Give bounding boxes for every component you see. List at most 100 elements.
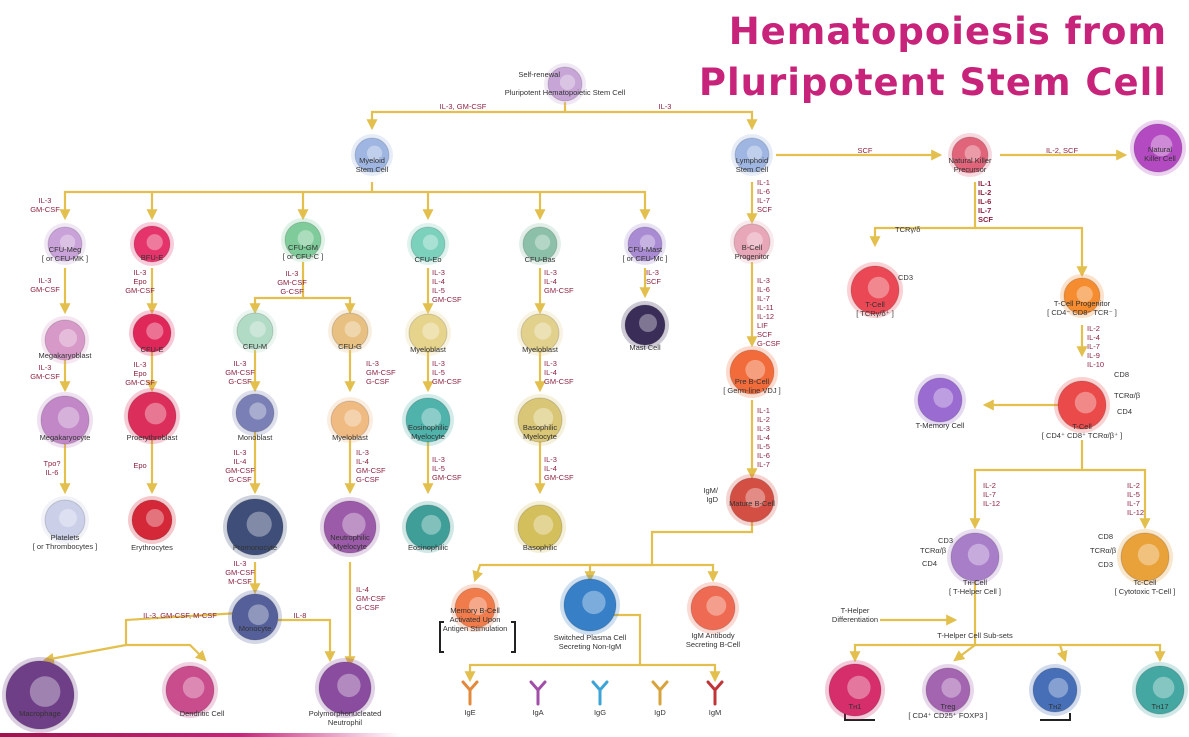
cell-megakaryocyte: [37, 392, 93, 448]
growth-factor-label: IL-3: [356, 448, 369, 457]
cell-body: [226, 498, 284, 556]
cell-label-memory-b: Activated Upon: [450, 615, 501, 624]
cell-megakaryoblast: [41, 316, 89, 364]
growth-factor-label: IL-3: [286, 269, 299, 278]
surface-marker-label: CD3: [898, 273, 913, 282]
growth-factor-label: IL-3: [757, 424, 770, 433]
cell-monocyte: [228, 590, 282, 644]
cell-nucleus: [421, 407, 442, 428]
cell-nucleus: [706, 595, 727, 616]
growth-factor-label: IL-3: [659, 102, 672, 111]
growth-factor-label: GM-CSF: [432, 473, 462, 482]
growth-factor-label: GM-CSF: [277, 278, 307, 287]
connector-arrow: [652, 563, 719, 583]
cell-body: [734, 137, 770, 173]
cell-label-plasma-igm: IgM Antibody: [691, 631, 735, 640]
antibody-label: IgD: [654, 708, 666, 717]
cell-nucleus: [1074, 391, 1097, 414]
connector-arrow: [565, 110, 758, 131]
cell-label-neut-myelocyte: Myelocyte: [333, 542, 367, 551]
growth-factor-label: IL-11: [757, 303, 774, 312]
growth-factor-label: IL-4: [544, 368, 557, 377]
growth-factor-label: IL-3: [432, 268, 445, 277]
antibody-label: IgE: [464, 708, 475, 717]
cell-body: [410, 226, 446, 262]
cell-label-myeloid: Myeloid: [359, 156, 385, 165]
cell-nucleus: [1076, 286, 1093, 303]
cell-body: [520, 313, 560, 353]
cell-nucleus: [248, 604, 269, 626]
cell-body: [44, 499, 86, 541]
growth-factor-label: IL-3: [646, 268, 659, 277]
growth-factor-label: GM-CSF: [225, 466, 255, 475]
cell-label-bfu-e: BFU-E: [141, 253, 164, 262]
growth-factor-label: GM-CSF: [544, 473, 574, 482]
antibody-igd-icon: [651, 680, 669, 706]
cell-nucleus: [59, 509, 77, 527]
cell-cfu-mast: [624, 223, 666, 265]
growth-factor-label: IL-12: [757, 312, 774, 321]
cell-mast-cell: [621, 301, 669, 349]
cell-label-basophilic: Basophilic: [523, 543, 557, 552]
growth-factor-label: IL-2: [983, 481, 996, 490]
cell-bfu-e: [130, 222, 174, 266]
cell-pmn: [315, 658, 375, 718]
growth-factor-label: IL-1: [978, 179, 991, 188]
cell-pre-b: [726, 346, 778, 398]
cell-label-mature-b: Mature B-Cell: [729, 499, 775, 508]
growth-factor-label: IL-5: [432, 286, 445, 295]
cell-nucleus: [1048, 677, 1069, 698]
cell-nucleus: [182, 676, 205, 699]
connector-arrow: [953, 644, 976, 662]
growth-factor-label: IL-10: [1087, 360, 1104, 369]
cell-layer: [2, 63, 1188, 733]
cell-body: [5, 660, 75, 730]
growth-factor-label: IL-7: [757, 294, 770, 303]
cell-label-myeloid: Stem Cell: [356, 165, 389, 174]
growth-factor-label: SCF: [978, 215, 993, 224]
cell-myeloblast-eo: [405, 310, 451, 356]
cell-plasma-igm: [687, 582, 739, 634]
cell-label-eosinophilic: Eosinophilic: [408, 543, 448, 552]
cell-body: [925, 667, 971, 713]
cell-label-cfu-g: CFU-G: [338, 342, 362, 351]
cell-label-eos-myelocyte: Myelocyte: [411, 432, 445, 441]
growth-factor-label: G-CSF: [280, 287, 304, 296]
cell-nucleus: [422, 234, 439, 250]
growth-factor-label: IL-6: [757, 451, 770, 460]
cell-nk-cell: [1130, 120, 1186, 176]
cell-label-megakaryoblast: Megakaryoblast: [39, 351, 93, 360]
cell-label-pre-b: [ Germ-line VDJ ]: [723, 386, 781, 395]
growth-factor-label: M-CSF: [228, 577, 252, 586]
growth-factor-label: G-CSF: [356, 475, 380, 484]
cell-label-plasma-switched: Switched Plasma Cell: [554, 633, 627, 642]
antibody-shape: [651, 680, 669, 706]
cell-cfu-bas: [519, 223, 561, 265]
cell-label-pmn: Neutrophil: [328, 718, 363, 727]
cell-th17: [1132, 662, 1188, 718]
growth-factor-label: IL-4: [544, 277, 557, 286]
cell-label-erythrocytes: Erythrocytes: [131, 543, 173, 552]
cell-body: [917, 377, 963, 423]
growth-factor-label: GM-CSF: [125, 286, 155, 295]
decorative-bracket: [511, 621, 516, 653]
cell-th2: [1029, 664, 1081, 716]
growth-factor-label: IL-3: [432, 359, 445, 368]
cell-body: [624, 304, 666, 346]
connector-arrow: [366, 102, 567, 131]
connector-arrow: [278, 618, 336, 663]
antibody-ige-icon: [461, 680, 479, 706]
cell-label-nk-precursor: Natural Killer: [949, 156, 992, 165]
cell-th1: [825, 660, 885, 720]
cell-body: [1120, 532, 1170, 582]
growth-factor-label: GM-CSF: [30, 285, 60, 294]
antibody-label: IgA: [532, 708, 543, 717]
connector-arrow: [640, 663, 721, 683]
surface-marker-label: TCRα/β: [920, 546, 947, 555]
cell-nucleus: [967, 543, 990, 566]
connector-arrow: [372, 190, 651, 221]
cell-body: [354, 137, 390, 173]
cell-label-th-cell: Tʜ-Cell: [963, 578, 987, 587]
growth-factor-label: IL-3, GM-CSF: [440, 102, 487, 111]
growth-factor-label: GM-CSF: [366, 368, 396, 377]
